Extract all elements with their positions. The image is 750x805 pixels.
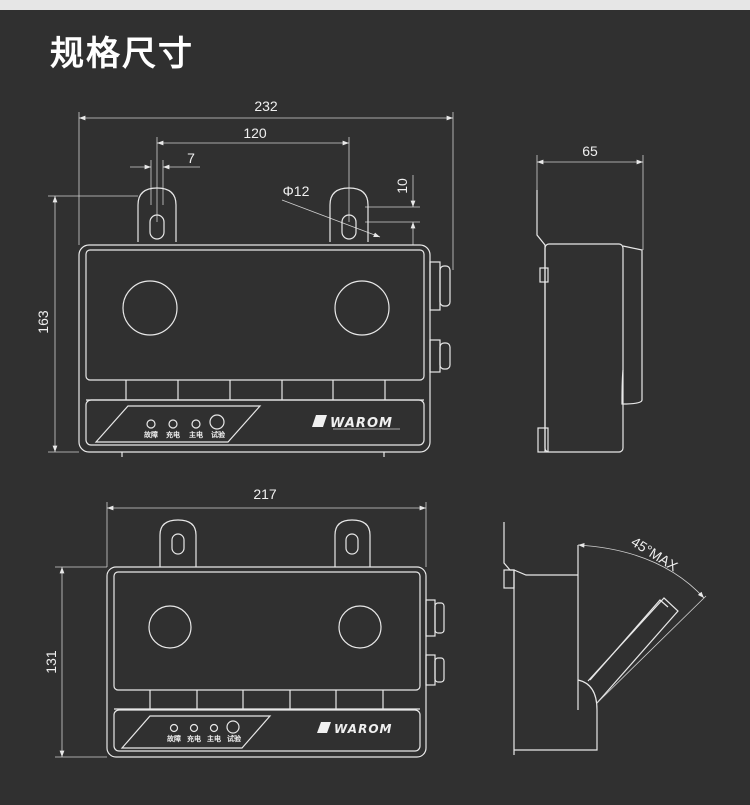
top-bar <box>0 0 750 10</box>
svg-text:232: 232 <box>254 98 278 114</box>
mount-bracket-right <box>329 187 369 242</box>
dim-163: 163 <box>35 195 138 453</box>
dim-232: 232 <box>78 98 454 270</box>
svg-text:WAROM: WAROM <box>330 416 393 431</box>
svg-text:131: 131 <box>43 650 59 674</box>
svg-text:217: 217 <box>253 486 277 502</box>
svg-text:充电: 充电 <box>187 734 201 743</box>
svg-text:主电: 主电 <box>207 734 221 743</box>
label-test: 试验 <box>211 430 226 439</box>
label-charge: 充电 <box>166 430 180 439</box>
page-title: 规格尺寸 <box>50 34 194 74</box>
led-charge <box>168 419 178 429</box>
svg-text:65: 65 <box>582 143 598 159</box>
side-view: 65 <box>536 143 644 453</box>
side-view-open: 45°MAX <box>503 522 707 755</box>
dim-120: 120 <box>156 125 350 222</box>
dim-131: 131 <box>43 566 107 758</box>
mount-hole-cover-right <box>334 280 390 336</box>
svg-text:10: 10 <box>394 178 410 194</box>
top-panel <box>85 249 425 381</box>
svg-text:120: 120 <box>243 125 267 141</box>
indicator-panel <box>85 399 425 446</box>
button-row <box>86 380 424 401</box>
dim-phi12: Φ12 <box>281 183 381 238</box>
dim-7: 7 <box>130 150 200 205</box>
svg-text:Φ12: Φ12 <box>283 183 310 199</box>
led-fault <box>146 419 156 429</box>
cable-glands <box>429 261 451 373</box>
dim-217: 217 <box>106 486 427 567</box>
svg-text:7: 7 <box>187 150 195 166</box>
label-fault: 故障 <box>144 430 158 439</box>
test-button <box>209 414 225 430</box>
svg-text:故障: 故障 <box>167 734 181 743</box>
front-view: 232 120 7 10 Φ12 <box>35 98 454 457</box>
svg-text:试验: 试验 <box>227 734 242 743</box>
svg-text:WAROM: WAROM <box>334 722 392 736</box>
warom-logo: WAROM <box>312 415 400 431</box>
mount-bracket-left <box>137 187 177 242</box>
svg-text:45°MAX: 45°MAX <box>629 533 682 574</box>
dim-10: 10 <box>365 175 420 245</box>
mount-hole-cover-left <box>122 280 178 336</box>
label-mains: 主电 <box>189 430 203 439</box>
rear-front-view: 217 131 故障 充电 主电 试验 WAROM <box>43 486 445 758</box>
led-mains <box>191 419 201 429</box>
svg-text:163: 163 <box>35 310 51 334</box>
